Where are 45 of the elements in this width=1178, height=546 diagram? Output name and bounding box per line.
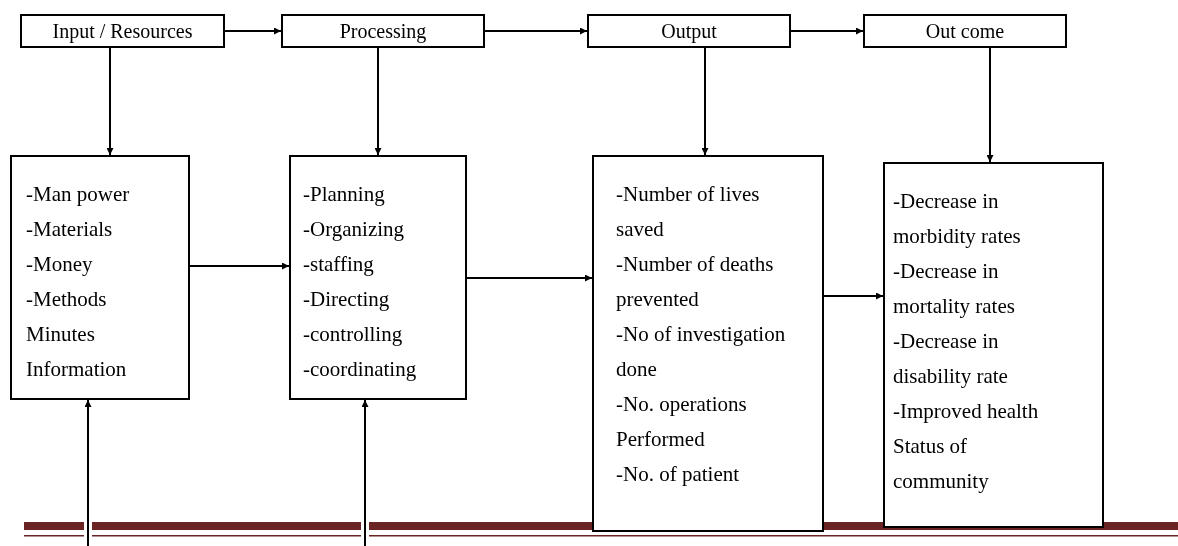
stage-box bbox=[20, 14, 225, 48]
arrow bbox=[189, 262, 290, 270]
arrow bbox=[224, 27, 282, 35]
list-item: -staffing bbox=[303, 251, 375, 278]
list-item: -Organizing bbox=[303, 216, 406, 243]
stage-box bbox=[281, 14, 485, 48]
list-box bbox=[10, 155, 190, 400]
list-item: -Money bbox=[26, 251, 94, 278]
arrow bbox=[84, 399, 92, 546]
list-item: -Number of deaths prevented bbox=[616, 251, 775, 313]
arrow bbox=[986, 47, 994, 163]
list-item: -No of investigation done bbox=[616, 321, 787, 383]
arrow bbox=[484, 27, 588, 35]
list-item: -Planning bbox=[303, 181, 386, 208]
list-item: -No. operations Performed bbox=[616, 391, 748, 453]
list-item: -coordinating bbox=[303, 356, 418, 383]
list-item: -Number of lives saved bbox=[616, 181, 761, 243]
list-item: Information bbox=[26, 356, 128, 383]
arrow bbox=[361, 399, 369, 546]
list-item: -Materials bbox=[26, 216, 114, 243]
arrow bbox=[106, 47, 114, 156]
list-box bbox=[592, 155, 824, 532]
list-item: -No. of patient bbox=[616, 461, 741, 488]
list-item: -controlling bbox=[303, 321, 404, 348]
list-item: -Decrease in disability rate bbox=[893, 328, 1009, 390]
list-item: -Directing bbox=[303, 286, 391, 313]
list-item: -Improved health Status of community bbox=[893, 398, 1040, 495]
stage-label: Output bbox=[661, 19, 717, 43]
stage-box bbox=[863, 14, 1067, 48]
list-box bbox=[289, 155, 467, 400]
list-item: -Decrease in morbidity rates bbox=[893, 188, 1022, 250]
list-item: -Methods bbox=[26, 286, 108, 313]
arrow bbox=[466, 274, 593, 282]
arrow bbox=[823, 292, 884, 300]
arrow bbox=[374, 47, 382, 156]
list-item: Minutes bbox=[26, 321, 96, 348]
list-box bbox=[883, 162, 1104, 528]
stage-box bbox=[587, 14, 791, 48]
arrow bbox=[701, 47, 709, 156]
stage-label: Processing bbox=[339, 19, 427, 43]
stage-label: Input / Resources bbox=[52, 19, 193, 43]
list-item: -Decrease in mortality rates bbox=[893, 258, 1016, 320]
stage-label: Out come bbox=[925, 19, 1005, 43]
arrow bbox=[790, 27, 864, 35]
list-item: -Man power bbox=[26, 181, 131, 208]
